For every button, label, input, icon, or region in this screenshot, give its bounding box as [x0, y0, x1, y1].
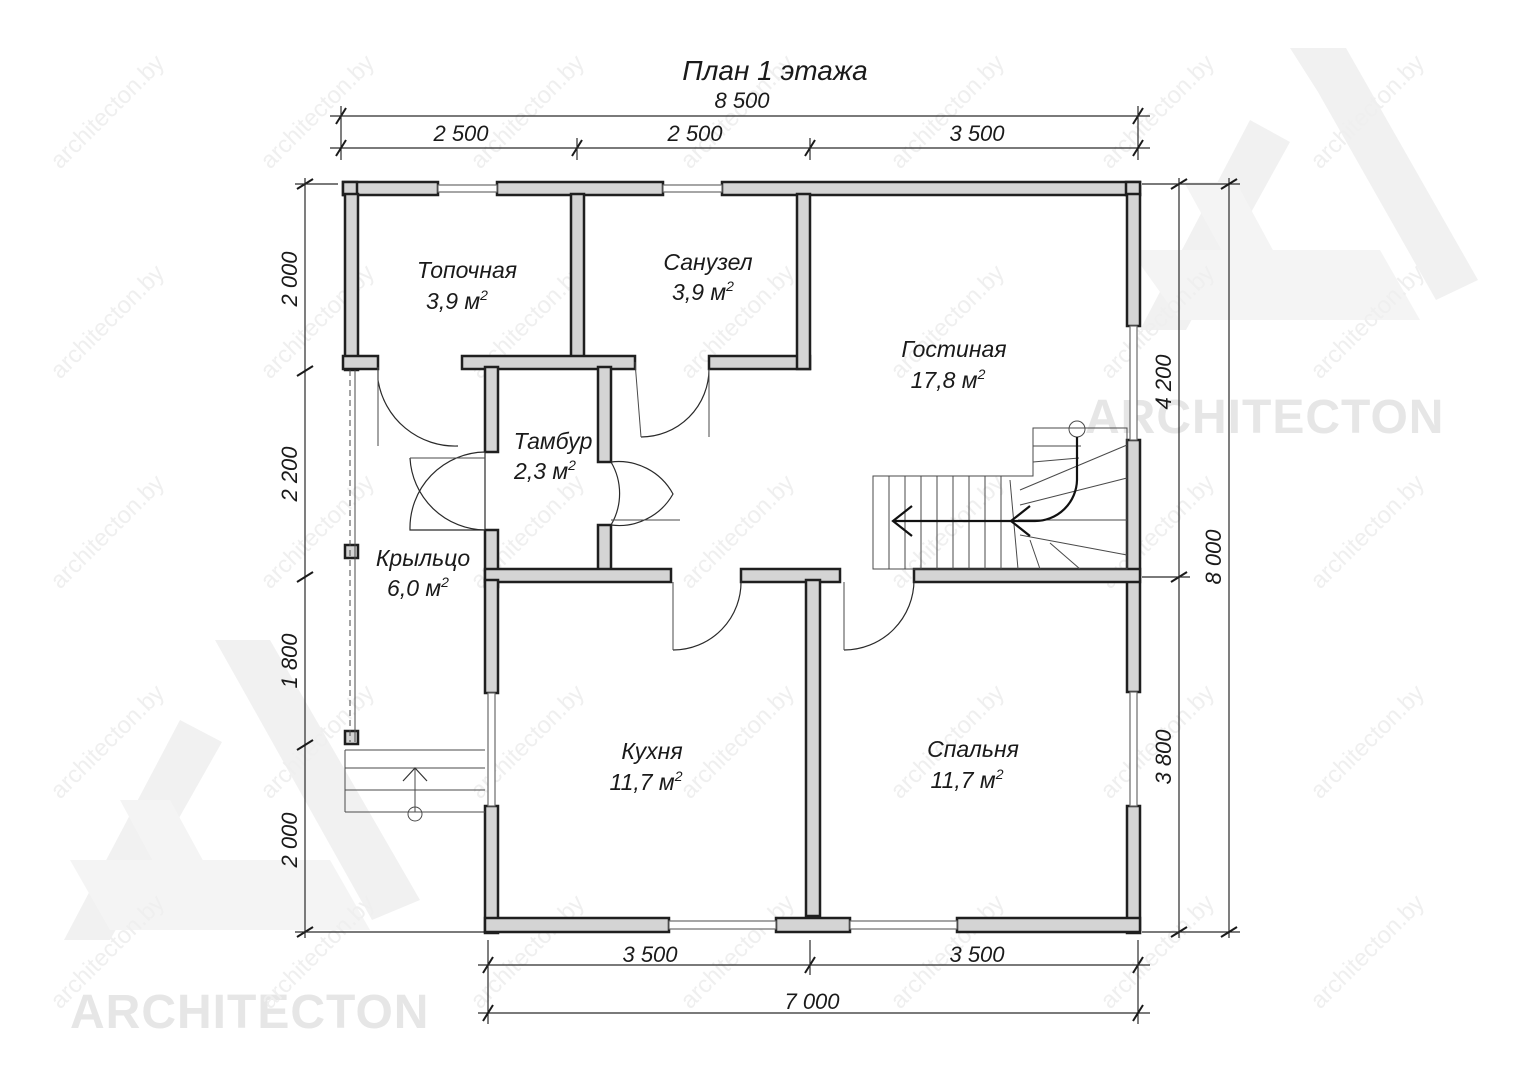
- dim-top-total: 8 500: [714, 88, 770, 113]
- dim-bottom-2: 3 500: [949, 942, 1005, 967]
- room-living: Гостиная 17,8 м2: [901, 336, 1006, 393]
- dim-right-total: 8 000: [1201, 529, 1226, 585]
- dimension-labels: 8 500 2 500 2 500 3 500 3 500 3 500 7 00…: [277, 88, 1226, 1014]
- stair-direction-arrow: [895, 437, 1079, 523]
- dim-top-1: 2 500: [432, 121, 489, 146]
- watermark-logo-left: [64, 640, 420, 940]
- door-vestibule: [610, 461, 621, 526]
- room-kitchen: Кухня 11,7 м2: [609, 738, 682, 795]
- dim-left-2: 2 200: [277, 446, 302, 503]
- watermark-site-text: architecton.by: [255, 469, 380, 594]
- room-name: Гостиная: [901, 336, 1006, 362]
- room-area: 3,9 м2: [426, 287, 488, 314]
- room-area: 17,8 м2: [911, 366, 986, 393]
- room-area: 11,7 м2: [930, 766, 1003, 793]
- watermark-logo-right: [1130, 48, 1478, 330]
- dim-left-4: 2 000: [277, 812, 302, 869]
- watermark-site-text: architecton.by: [1095, 889, 1220, 1014]
- room-name: Крыльцо: [376, 545, 470, 571]
- room-bathroom: Санузел 3,9 м2: [663, 249, 752, 305]
- room-vestibule: Тамбур 2,3 м2: [513, 428, 593, 484]
- watermark-brand-left: ARCHITECTON: [70, 986, 429, 1039]
- dim-left-3: 1 800: [277, 633, 302, 689]
- room-boiler: Топочная 3,9 м2: [417, 257, 517, 314]
- room-name: Топочная: [417, 257, 517, 283]
- dim-left-1: 2 000: [277, 251, 302, 308]
- watermark-site-text: architecton.by: [465, 49, 590, 174]
- dimension-lines: [295, 106, 1240, 1024]
- room-area: 11,7 м2: [609, 768, 682, 795]
- room-area: 2,3 м2: [513, 457, 576, 484]
- watermark-site-text: architecton.by: [45, 49, 170, 174]
- watermark-site-text: architecton.by: [1305, 469, 1430, 594]
- room-bedroom: Спальня 11,7 м2: [927, 736, 1019, 793]
- watermark: ARCHITECTON ARCHITECTON architecton.by ar…: [45, 48, 1478, 1039]
- watermark-site-text: architecton.by: [675, 889, 800, 1014]
- dim-right-2: 3 800: [1151, 729, 1176, 785]
- watermark-site-text: architecton.by: [1305, 889, 1430, 1014]
- stair-start-marker: [1068, 420, 1086, 438]
- door-bathroom: [640, 368, 710, 438]
- watermark-site-text: architecton.by: [255, 49, 380, 174]
- room-name: Кухня: [621, 738, 682, 764]
- room-porch: Крыльцо 6,0 м2: [376, 545, 470, 601]
- room-name: Спальня: [927, 736, 1019, 762]
- watermark-site-text: architecton.by: [885, 49, 1010, 174]
- dim-top-2: 2 500: [666, 121, 723, 146]
- walls: [341, 180, 1142, 935]
- room-name: Санузел: [663, 249, 752, 275]
- watermark-site-text: architecton.by: [1305, 679, 1430, 804]
- watermark-site-text: architecton.by: [1095, 49, 1220, 174]
- door-entrance: [409, 451, 486, 531]
- watermark-site-text: architecton.by: [45, 469, 170, 594]
- door-boiler-room: [377, 367, 459, 447]
- door-kitchen: [672, 579, 742, 651]
- dim-top-3: 3 500: [949, 121, 1005, 146]
- watermark-site-text: architecton.by: [465, 679, 590, 804]
- doors: [377, 361, 915, 651]
- dim-bottom-1: 3 500: [622, 942, 678, 967]
- dim-bottom-total: 7 000: [784, 989, 840, 1014]
- room-area: 6,0 м2: [387, 574, 449, 601]
- room-labels: Топочная 3,9 м2 Санузел 3,9 м2 Гостиная …: [376, 249, 1019, 795]
- dim-right-1: 4 200: [1151, 354, 1176, 410]
- staircase: [872, 420, 1128, 570]
- room-name: Тамбур: [514, 428, 593, 454]
- watermark-site-text: architecton.by: [675, 679, 800, 804]
- porch-steps: [344, 749, 485, 822]
- door-bedroom: [843, 579, 915, 651]
- watermark-brand-right: ARCHITECTON: [1085, 391, 1444, 444]
- watermark-site-text: architecton.by: [885, 259, 1010, 384]
- plan-title: План 1 этажа: [682, 55, 867, 86]
- room-area: 3,9 м2: [672, 278, 734, 305]
- watermark-site-text: architecton.by: [45, 259, 170, 384]
